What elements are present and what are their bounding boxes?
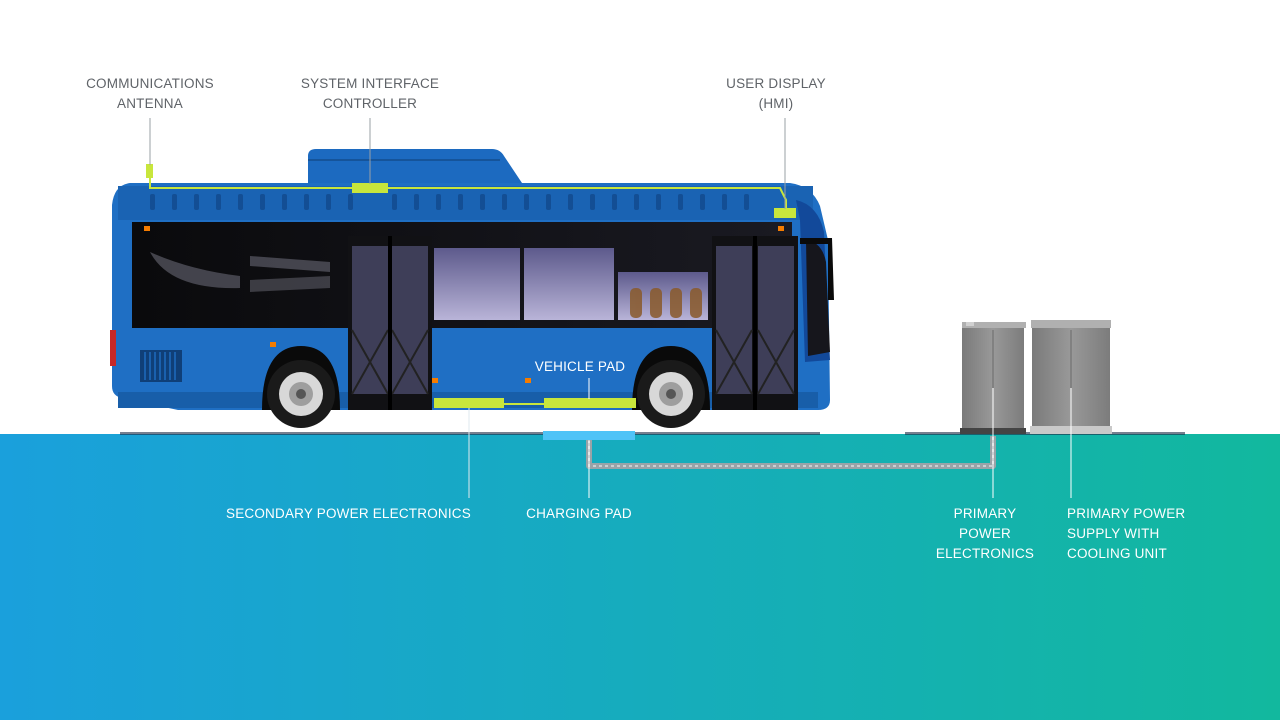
label-line: USER DISPLAY <box>726 76 826 91</box>
system-interface-controller-component <box>352 183 388 193</box>
secondary-power-electronics-component <box>434 398 504 408</box>
label-system-interface-controller: SYSTEM INTERFACE CONTROLLER <box>290 74 450 114</box>
label-line: ANTENNA <box>117 96 183 111</box>
vehicle-pad-component <box>544 398 636 408</box>
label-line: COOLING UNIT <box>1067 546 1167 561</box>
label-line: (HMI) <box>758 96 794 111</box>
rear-wheel <box>267 360 335 428</box>
label-communications-antenna: COMMUNICATIONS ANTENNA <box>78 74 222 114</box>
rear-light <box>110 330 116 366</box>
marker-lights <box>144 226 784 383</box>
label-line: SYSTEM INTERFACE <box>300 76 440 91</box>
leader-lines <box>149 118 1072 498</box>
interior-window <box>524 248 614 320</box>
charging-pad <box>543 431 635 440</box>
label-primary-power-supply: PRIMARY POWER SUPPLY WITH COOLING UNIT <box>1067 504 1187 564</box>
label-line: POWER <box>958 526 1011 541</box>
system-wiring <box>149 172 787 212</box>
roof-rivets <box>150 194 749 210</box>
user-display-component <box>774 208 796 218</box>
ground <box>0 434 1280 720</box>
label-charging-pad: CHARGING PAD <box>519 504 639 524</box>
side-mirror <box>800 238 834 300</box>
windshield <box>806 240 830 356</box>
interior-window <box>434 248 520 320</box>
rear-vent <box>140 350 182 382</box>
label-line: COMMUNICATIONS <box>86 76 214 91</box>
label-line: CHARGING PAD <box>526 506 632 521</box>
roof-pod <box>308 149 522 183</box>
label-line: VEHICLE PAD <box>534 359 626 374</box>
front-door <box>712 236 798 410</box>
label-line: PRIMARY POWER <box>1067 506 1186 521</box>
label-secondary-power-electronics: SECONDARY POWER ELECTRONICS <box>226 504 471 524</box>
middle-door <box>348 236 432 410</box>
label-primary-power-electronics: PRIMARY POWER ELECTRONICS <box>935 504 1035 564</box>
communications-antenna-component <box>146 164 153 178</box>
label-line: SECONDARY POWER ELECTRONICS <box>226 506 471 521</box>
label-user-display: USER DISPLAY (HMI) <box>720 74 832 114</box>
bus <box>110 149 834 428</box>
label-line: CONTROLLER <box>322 96 418 111</box>
road-shadow <box>120 432 820 435</box>
label-line: SUPPLY WITH <box>1067 526 1160 541</box>
label-line: ELECTRONICS <box>935 546 1035 561</box>
label-line: PRIMARY <box>953 506 1017 521</box>
front-wheel <box>637 360 705 428</box>
label-vehicle-pad: VEHICLE PAD <box>520 357 640 377</box>
